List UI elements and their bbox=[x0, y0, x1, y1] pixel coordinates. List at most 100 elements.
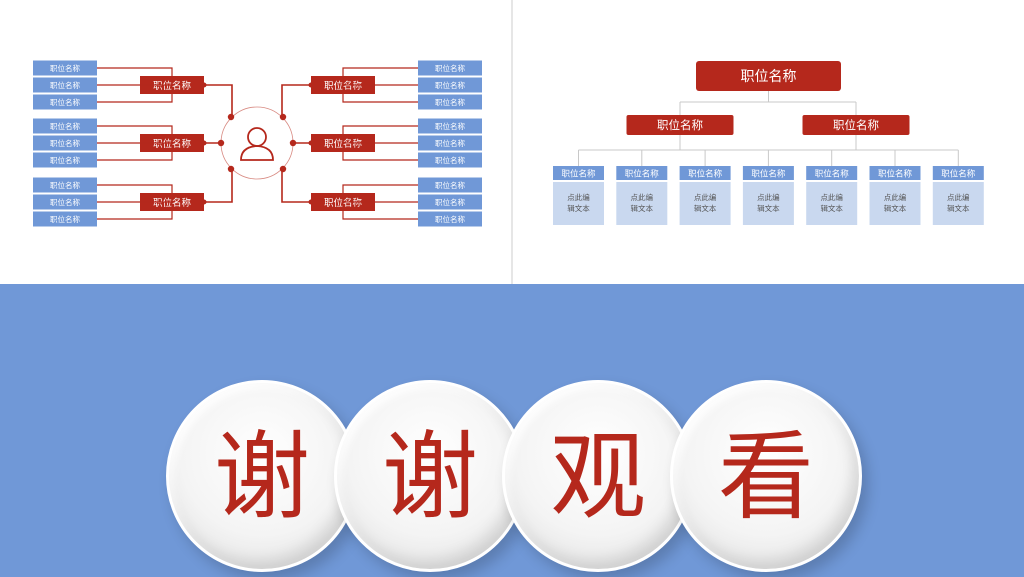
left-leaf-label-1-1: 职位名称 bbox=[50, 138, 80, 148]
right-leaf-line-1-0 bbox=[342, 125, 418, 139]
left-dot-2 bbox=[227, 165, 235, 173]
left-group-label-2: 职位名称 bbox=[153, 197, 192, 209]
right-leaf-box-0-1 bbox=[418, 77, 482, 93]
org-leaf-text2-2: 辑文本 bbox=[694, 203, 717, 213]
org-root-box bbox=[696, 61, 841, 91]
left-leaf-box-1-0 bbox=[33, 118, 97, 134]
right-leaf-label-1-1: 职位名称 bbox=[435, 138, 465, 148]
right-leaf-box-1-1 bbox=[418, 135, 482, 151]
org-leaf-body-1 bbox=[616, 182, 668, 225]
left-dot-0 bbox=[227, 113, 235, 121]
org-leaf-title-4: 职位名称 bbox=[815, 169, 850, 180]
org-leaf-header-2 bbox=[679, 166, 731, 180]
right-leaf-line-0-2 bbox=[342, 89, 418, 103]
right-group-label-0: 职位名称 bbox=[324, 80, 363, 92]
left-leaf-label-0-1: 职位名称 bbox=[50, 80, 80, 90]
left-leaf-box-0-0 bbox=[33, 60, 97, 76]
slide-thumbnail-position-diagram[interactable]: 职位名称职位名称职位名称职位名称职位名称职位名称职位名称职位名称职位名称职位名称… bbox=[0, 0, 511, 284]
right-leaf-label-2-2: 职位名称 bbox=[435, 214, 465, 224]
left-leaf-label-1-0: 职位名称 bbox=[50, 121, 80, 131]
left-leaf-box-2-1 bbox=[33, 194, 97, 210]
right-leaf-line-0-0 bbox=[342, 67, 418, 81]
right-leaf-box-2-2 bbox=[418, 211, 482, 227]
org-leaf-body-0 bbox=[553, 182, 604, 225]
right-leaf-label-0-0: 职位名称 bbox=[435, 63, 465, 73]
thanks-circle-1: 谢 bbox=[166, 380, 358, 572]
thanks-circle-4: 看 bbox=[670, 380, 862, 572]
right-connector-0 bbox=[281, 84, 311, 118]
org-leaf-header-6 bbox=[932, 166, 984, 180]
person-icon-body bbox=[240, 145, 274, 161]
right-leaf-box-2-0 bbox=[418, 177, 482, 193]
right-leaf-label-1-2: 职位名称 bbox=[435, 155, 465, 165]
left-dot-1 bbox=[217, 139, 225, 147]
left-leaf-label-2-1: 职位名称 bbox=[50, 197, 80, 207]
org-leaf-title-5: 职位名称 bbox=[878, 169, 913, 180]
org-leaf-text2-6: 辑文本 bbox=[947, 203, 970, 213]
left-leaf-label-2-0: 职位名称 bbox=[50, 180, 80, 190]
left-leaf-label-1-2: 职位名称 bbox=[50, 155, 80, 165]
left-leaf-box-1-2 bbox=[33, 152, 97, 168]
position-diagram: 职位名称职位名称职位名称职位名称职位名称职位名称职位名称职位名称职位名称职位名称… bbox=[33, 60, 482, 227]
org-leaf-text2-4: 辑文本 bbox=[820, 203, 843, 213]
right-group-label-2: 职位名称 bbox=[324, 197, 363, 209]
org-leaf-text1-6: 点此编 bbox=[947, 192, 970, 202]
org-leaf-title-0: 职位名称 bbox=[561, 169, 596, 180]
right-leaf-label-2-0: 职位名称 bbox=[435, 180, 465, 190]
org-chart: 职位名称职位名称职位名称职位名称点此编辑文本职位名称点此编辑文本职位名称点此编辑… bbox=[553, 61, 984, 225]
left-leaf-line-2-2 bbox=[97, 206, 173, 220]
left-group-label-1: 职位名称 bbox=[153, 138, 192, 150]
org-level2-box-1 bbox=[802, 115, 910, 135]
org-leaf-header-5 bbox=[869, 166, 921, 180]
right-dot-1 bbox=[289, 139, 297, 147]
org-leaf-title-6: 职位名称 bbox=[941, 169, 976, 180]
left-leaf-label-0-2: 职位名称 bbox=[50, 97, 80, 107]
left-leaf-line-1-2 bbox=[97, 147, 173, 161]
left-leaf-line-2-0 bbox=[97, 184, 173, 198]
org-level2-label-0: 职位名称 bbox=[657, 118, 703, 132]
slide-thank-you[interactable]: 谢 谢 观 看 bbox=[0, 284, 1024, 577]
org-leaf-text1-0: 点此编 bbox=[567, 192, 590, 202]
right-leaf-line-2-2 bbox=[342, 206, 418, 220]
right-connector-2 bbox=[281, 168, 311, 203]
left-leaf-line-1-0 bbox=[97, 125, 173, 139]
org-leaf-text2-0: 辑文本 bbox=[567, 203, 590, 213]
right-group-label-1: 职位名称 bbox=[324, 138, 363, 150]
left-leaf-label-2-2: 职位名称 bbox=[50, 214, 80, 224]
slide-thumbnail-org-chart[interactable]: 职位名称职位名称职位名称职位名称点此编辑文本职位名称点此编辑文本职位名称点此编辑… bbox=[513, 0, 1024, 284]
left-leaf-box-2-2 bbox=[33, 211, 97, 227]
org-leaf-body-4 bbox=[806, 182, 858, 225]
right-leaf-line-2-0 bbox=[342, 184, 418, 198]
org-leaf-title-3: 职位名称 bbox=[751, 169, 786, 180]
right-dot-0 bbox=[279, 113, 287, 121]
thanks-char-1: 谢 bbox=[214, 421, 310, 533]
org-leaf-header-4 bbox=[806, 166, 858, 180]
right-leaf-label-0-2: 职位名称 bbox=[435, 97, 465, 107]
org-leaf-body-6 bbox=[932, 182, 984, 225]
thanks-char-3: 观 bbox=[550, 421, 646, 533]
right-leaf-box-0-2 bbox=[418, 94, 482, 110]
left-leaf-label-0-0: 职位名称 bbox=[50, 63, 80, 73]
right-leaf-box-1-0 bbox=[418, 118, 482, 134]
right-leaf-box-2-1 bbox=[418, 194, 482, 210]
org-leaf-text1-1: 点此编 bbox=[631, 192, 654, 202]
org-leaf-text1-5: 点此编 bbox=[884, 192, 907, 202]
left-leaf-box-2-0 bbox=[33, 177, 97, 193]
left-leaf-box-1-1 bbox=[33, 135, 97, 151]
org-level2-box-0 bbox=[626, 115, 734, 135]
right-dot-2 bbox=[279, 165, 287, 173]
thanks-circle-2: 谢 bbox=[334, 380, 526, 572]
org-leaf-title-1: 职位名称 bbox=[625, 169, 660, 180]
org-leaf-body-5 bbox=[869, 182, 921, 225]
org-leaf-text1-2: 点此编 bbox=[694, 192, 717, 202]
org-leaf-header-3 bbox=[742, 166, 794, 180]
left-connector-2 bbox=[204, 168, 233, 203]
org-leaf-text1-4: 点此编 bbox=[820, 192, 843, 202]
org-level2-label-1: 职位名称 bbox=[833, 118, 879, 132]
right-leaf-box-0-0 bbox=[418, 60, 482, 76]
right-leaf-line-1-2 bbox=[342, 147, 418, 161]
org-leaf-body-3 bbox=[742, 182, 794, 225]
left-leaf-line-0-2 bbox=[97, 89, 173, 103]
org-leaf-text2-3: 辑文本 bbox=[757, 203, 780, 213]
person-icon bbox=[240, 127, 274, 161]
